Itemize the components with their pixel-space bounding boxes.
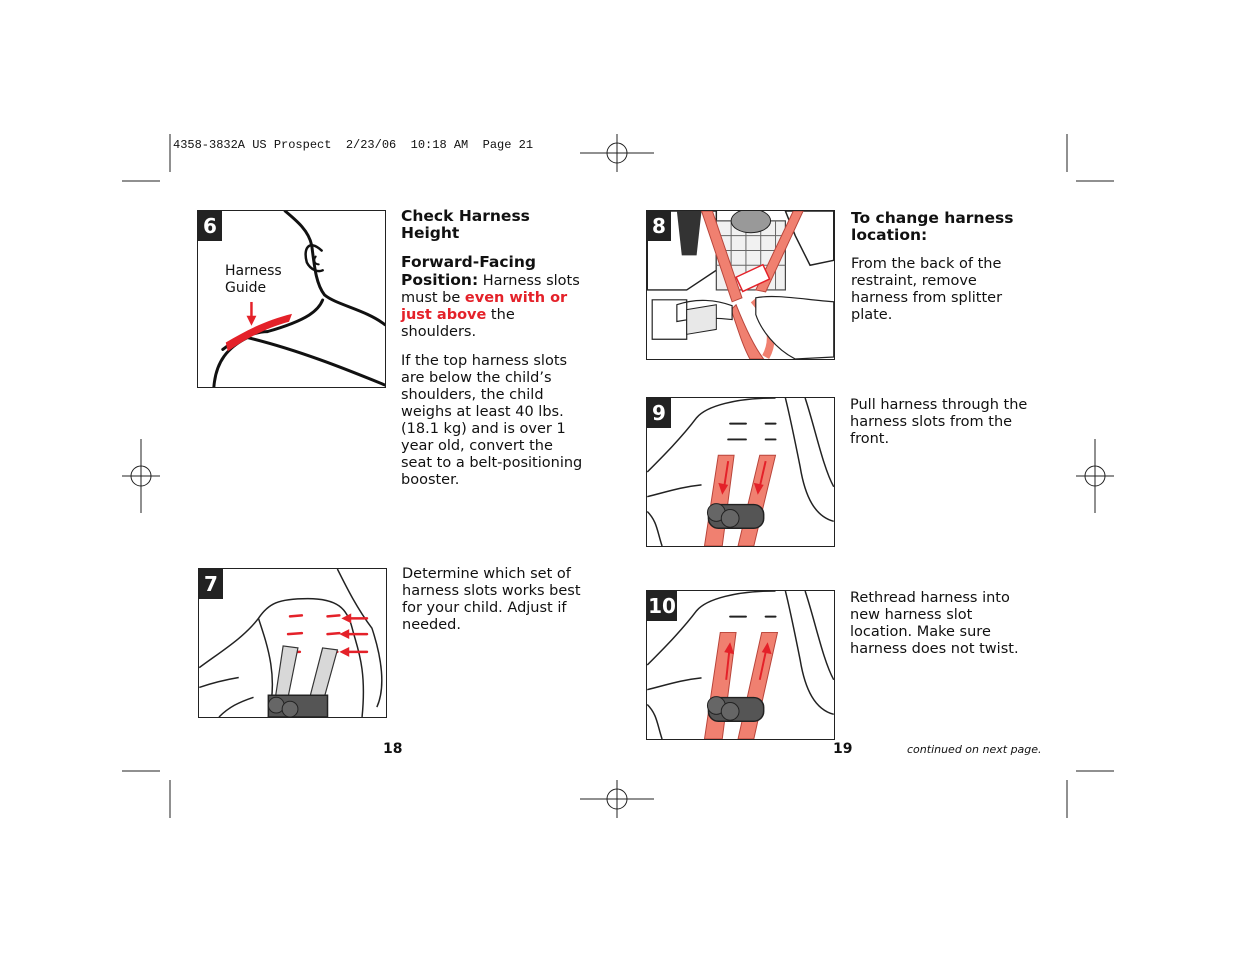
pull-harness-illustration (647, 398, 834, 546)
harness-guide-highlight (225, 313, 292, 352)
step-10-text: Rethread harness into new harness slot l… (850, 590, 1019, 657)
step-9-text: Pull harness through the harness slots f… (850, 397, 1028, 447)
step-6-paragraph-1: Forward-Facing Position: Harness slots m… (401, 254, 586, 341)
step-7-text: Determine which set of harness slots wor… (402, 566, 581, 633)
registration-mark-top (580, 134, 654, 172)
rethread-harness-illustration (647, 591, 834, 739)
figure-step-6: 6 Harness Guide (197, 210, 386, 388)
registration-mark-bottom (580, 780, 654, 818)
step-6-paragraph-2: If the top harness slots are below the c… (401, 353, 583, 488)
step-6-bold-lead: Forward-Facing Position: (401, 253, 536, 289)
figure-step-10: 10 (646, 590, 835, 740)
splitter-plate-illustration (647, 211, 834, 359)
page-number-left: 18 (383, 741, 403, 757)
harness-slots-illustration (199, 569, 383, 717)
figure-step-8: 8 (646, 210, 835, 360)
page-number-right: 19 (833, 741, 853, 757)
figure-label-harness: Harness (225, 263, 282, 279)
registration-mark-right (1076, 439, 1114, 513)
continued-note: continued on next page. (907, 743, 1042, 756)
step-8-paragraph: From the back of the restraint, remove h… (851, 256, 1003, 323)
figure-step-7: 7 (198, 568, 387, 718)
step-number-6: 6 (198, 211, 222, 241)
step-6-text-a: Harness slots must be (401, 273, 580, 306)
figure-step-9: 9 (646, 397, 835, 547)
step-6-heading: Check Harness Height (401, 207, 530, 242)
harness-guide-illustration (212, 211, 385, 387)
figure-label-guide: Guide (225, 280, 267, 296)
step-number-7: 7 (199, 569, 223, 599)
step-number-8: 8 (647, 211, 671, 241)
printer-slug-line: 4358-3832A US Prospect 2/23/06 10:18 AM … (173, 138, 534, 152)
step-number-10: 10 (647, 591, 677, 621)
step-6-text: Check Harness Height Forward-Facing Posi… (401, 208, 586, 501)
registration-mark-left (122, 439, 160, 513)
step-8-heading: To change harness location: (851, 209, 1014, 244)
step-6-text-b: the shoulders. (401, 307, 515, 340)
step-8-text: To change harness location: From the bac… (851, 210, 1036, 336)
step-6-red-emphasis: even with or just above (401, 290, 568, 323)
step-number-9: 9 (647, 398, 671, 428)
